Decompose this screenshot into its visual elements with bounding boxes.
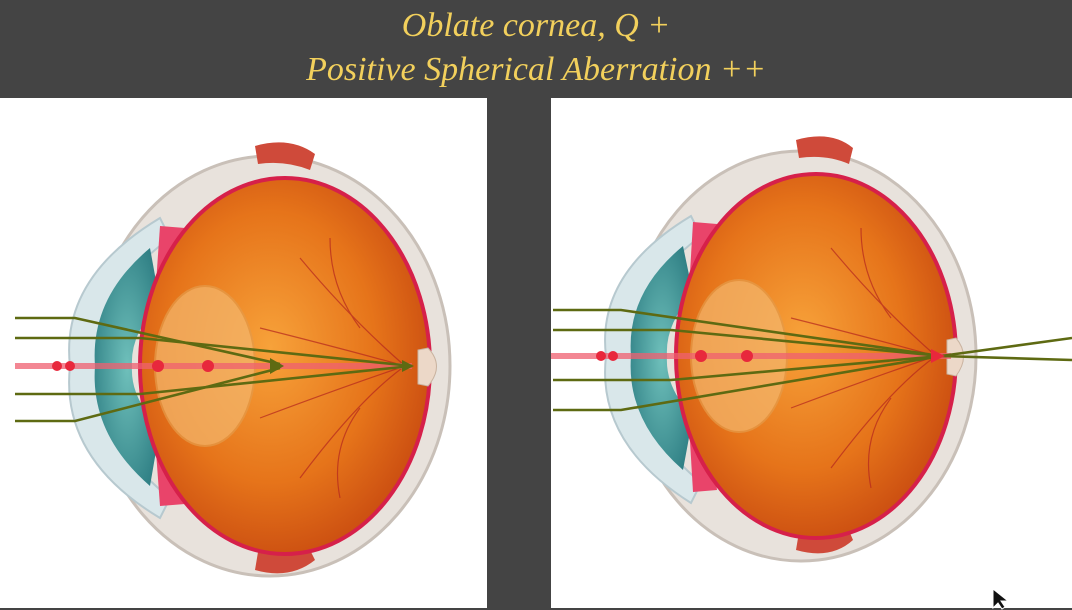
title-line-1: Oblate cornea, Q + (0, 0, 1072, 48)
mouse-cursor-icon (992, 588, 1014, 610)
center-divider (487, 98, 551, 608)
nodal-point (596, 351, 606, 361)
nodal-point (608, 351, 618, 361)
nodal-point (65, 361, 75, 371)
nodal-point (695, 350, 707, 362)
nodal-point (52, 361, 62, 371)
left-eye-diagram (0, 98, 487, 608)
nodal-point (152, 360, 164, 372)
title-line-2: Positive Spherical Aberration ++ (0, 48, 1072, 92)
nodal-point (741, 350, 753, 362)
nodal-point (202, 360, 214, 372)
right-eye-panel (551, 98, 1072, 608)
left-eye-panel (0, 98, 487, 608)
title-banner: Oblate cornea, Q + Positive Spherical Ab… (0, 0, 1072, 98)
right-eye-diagram (551, 98, 1072, 608)
